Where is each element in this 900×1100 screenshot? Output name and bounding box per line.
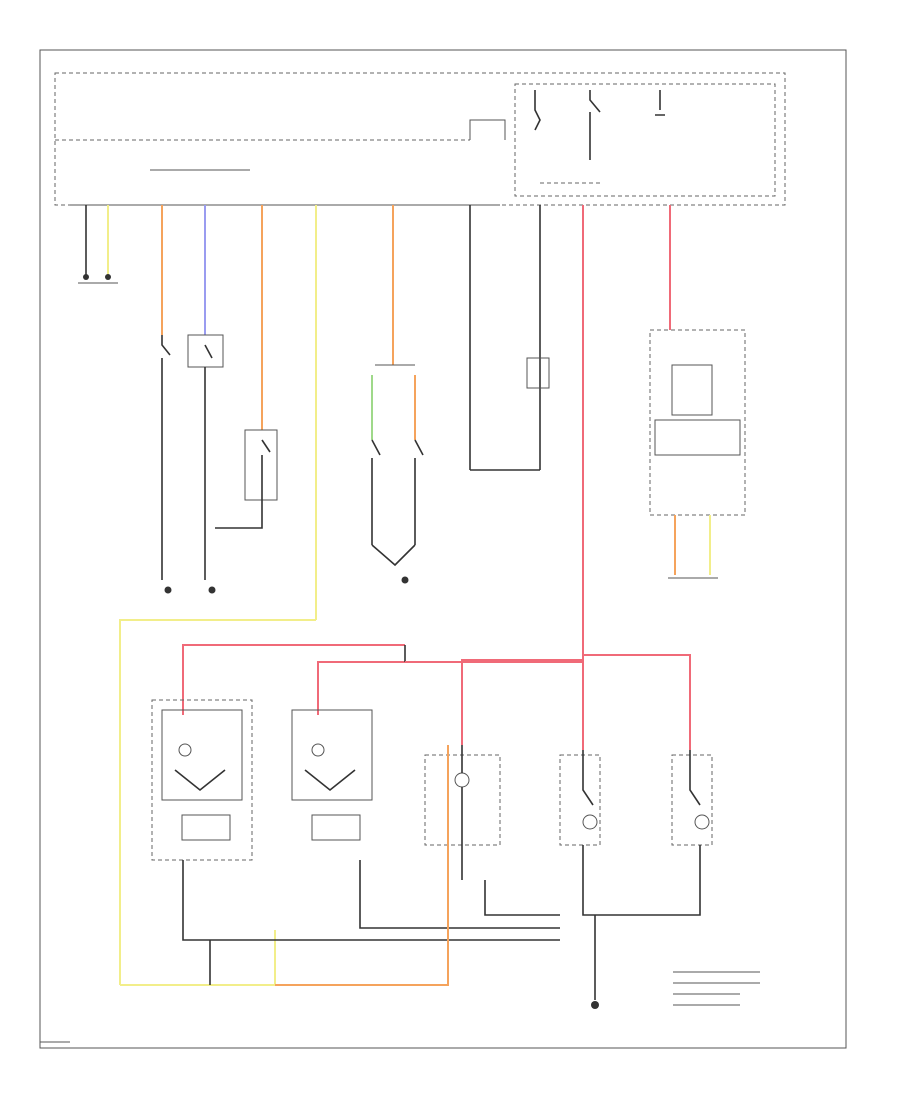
seat-lamp-left [178,743,192,757]
wire-power-left2 [317,661,405,715]
ground-bus-3 [484,880,560,916]
wire-power-right [583,654,691,750]
relay-switch-1 [589,90,601,160]
seat-heater-right [311,814,361,841]
wire-yellow-left [119,619,316,985]
ground-bus-2 [359,860,560,929]
wire-power-left [182,644,405,715]
wire-orange-bottom [275,745,449,986]
ground-1 [164,586,172,594]
seat-switch-right [291,709,373,801]
fuse-symbol-1 [534,90,541,131]
diagram-frame [39,49,847,1049]
seat-lamp-right [311,743,325,757]
lamp-3-wire [689,750,701,806]
ground-bus-1 [182,860,560,941]
legend [673,971,760,1006]
lamp-2 [582,814,598,830]
switch2-contact [204,344,213,359]
seat-heater-left [181,814,231,841]
control-module-box [54,72,786,206]
wire-yellow-bottom [120,930,276,986]
fuse-symbol-2 [655,90,665,116]
switch3-box [244,429,278,501]
lamp-box-3 [671,754,713,846]
ground-3 [401,576,409,584]
switch1-contact [161,335,171,580]
fuse-relay-box [514,83,776,197]
cluster-module [671,364,713,416]
seat-contacts-left [174,769,226,792]
ground-bus-4 [582,845,701,916]
lamp-component [526,357,550,389]
seat-switch-left [161,709,243,801]
switch3-contact [215,439,271,529]
switch4-contacts [371,439,424,545]
seat-contacts-right [304,769,356,792]
lamp-box-2 [559,754,601,846]
module-step [469,119,506,140]
seat-module-left [151,699,253,861]
lamp-2-wire [582,750,594,806]
lamp-3 [694,814,710,830]
cluster-lower [654,419,741,456]
ground-main [591,1001,599,1009]
ground-2 [208,586,216,594]
switch4-join [371,544,416,567]
wire-power-mid [461,659,583,745]
instrument-cluster-box [649,329,746,516]
connector-pin-a1 [83,274,89,280]
connector-pin-a2 [105,274,111,280]
lamp-1 [454,772,470,788]
switch2-box [187,334,224,368]
